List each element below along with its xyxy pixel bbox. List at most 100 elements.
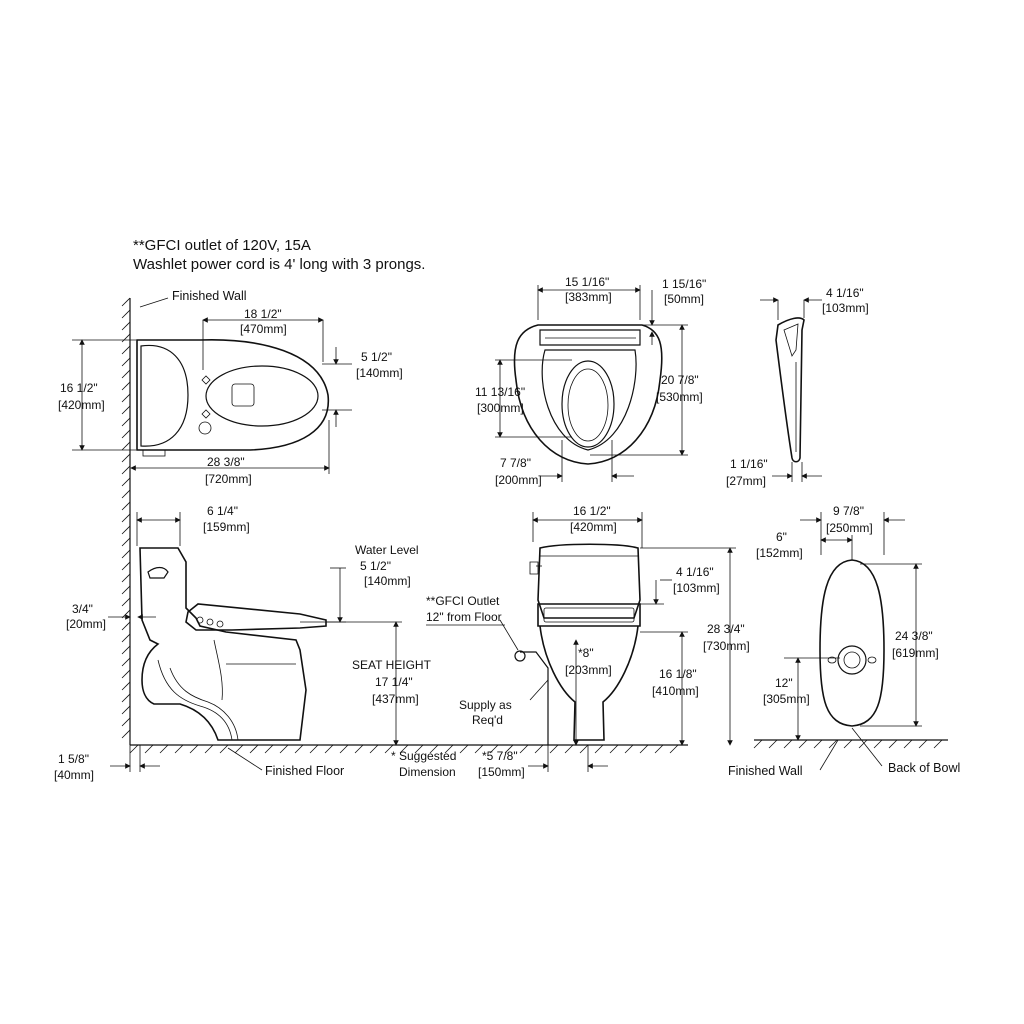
seat-height-label: SEAT HEIGHT xyxy=(352,658,432,672)
dim-rough-in-label: 12" xyxy=(775,676,793,690)
plan-view: Finished Wall 18 1/2" [470mm] 5 1/2" [14… xyxy=(58,289,403,745)
dim-28-3-8-mm: [720mm] xyxy=(205,472,252,486)
plan-flush-jet xyxy=(231,383,255,407)
seat-opening xyxy=(561,360,615,448)
drain-inner xyxy=(843,651,861,669)
dim-front-width-label: 16 1/2" xyxy=(573,504,611,518)
seat-lid-inner xyxy=(541,349,637,451)
flush-lever xyxy=(147,566,169,579)
wall-hatch xyxy=(121,297,131,739)
back-of-bowl-label: Back of Bowl xyxy=(888,761,960,775)
dim-supply-offset-mm: [203mm] xyxy=(565,663,612,677)
dim-front-height-label: 28 3/4" xyxy=(707,622,745,636)
gfci-note-line-2: Washlet power cord is 4' long with 3 pro… xyxy=(133,256,426,273)
plan-supply-hole xyxy=(198,421,212,435)
dim-supply-center-mm: [150mm] xyxy=(478,765,525,779)
front-seat xyxy=(537,603,641,627)
dim-20-7-8-label: 20 7/8" xyxy=(661,373,699,387)
front-tank xyxy=(537,543,641,619)
floor-hatch xyxy=(129,744,679,754)
suggested-label-2: Dimension xyxy=(399,765,456,779)
side-seat xyxy=(185,603,327,631)
seat-control-unit xyxy=(539,329,641,346)
seat-height-value: 17 1/4" xyxy=(375,675,413,689)
dim-rough-in-mm: [305mm] xyxy=(763,692,810,706)
dim-base-length-mm: [619mm] xyxy=(892,646,939,660)
dim-base-half-label: 6" xyxy=(776,530,787,544)
dim-3-4-mm: [20mm] xyxy=(66,617,106,631)
dim-15-1-16-mm: [383mm] xyxy=(565,290,612,304)
dim-4-1-16-side-mm: [103mm] xyxy=(822,301,869,315)
dim-16-1-2-mm: [420mm] xyxy=(58,398,105,412)
dim-1-1-16-mm: [27mm] xyxy=(726,474,766,488)
water-level-mm: [140mm] xyxy=(364,574,411,588)
dim-1-5-8-label: 1 5/8" xyxy=(58,752,89,766)
dim-6-1-4-mm: [159mm] xyxy=(203,520,250,534)
side-toilet-outline xyxy=(139,547,307,741)
finished-wall-label: Finished Wall xyxy=(172,289,247,303)
plan-toilet-outline xyxy=(136,339,330,451)
front-elevation: **GFCI Outlet 12" from Floor Supply as R… xyxy=(391,504,750,779)
dim-base-width-mm: [250mm] xyxy=(826,521,873,535)
dim-5-1-2-mm: [140mm] xyxy=(356,366,403,380)
dim-supply-offset-label: *8" xyxy=(578,646,594,660)
water-level-label: Water Level xyxy=(355,543,419,557)
plan-bolt-marker-top xyxy=(201,375,211,385)
seat-height-mm: [437mm] xyxy=(372,692,419,706)
dim-front-seat-top-label: 4 1/16" xyxy=(676,565,714,579)
footprint-wall-label: Finished Wall xyxy=(728,764,803,778)
gfci-outlet-label: **GFCI Outlet xyxy=(426,594,500,608)
seat-top-view: 15 1/16" [383mm] 1 15/16" [50mm] 11 13/1… xyxy=(475,275,706,487)
front-bowl xyxy=(539,625,639,741)
dim-front-seat-top-mm: [103mm] xyxy=(673,581,720,595)
trapway xyxy=(157,659,233,741)
plan-foot xyxy=(142,449,166,457)
dim-1-5-8-mm: [40mm] xyxy=(54,768,94,782)
bolt-right xyxy=(867,656,877,664)
base-footprint: 9 7/8" [250mm] 6" [152mm] 24 3/8" [619mm… xyxy=(728,504,960,778)
dim-20-7-8-mm: [530mm] xyxy=(656,390,703,404)
dim-base-width-label: 9 7/8" xyxy=(833,504,864,518)
front-flush-lever xyxy=(529,561,539,575)
dim-6-1-4-label: 6 1/4" xyxy=(207,504,238,518)
supply-line xyxy=(520,651,549,745)
dim-3-4-label: 3/4" xyxy=(72,602,93,616)
back-of-bowl-leader xyxy=(851,727,883,767)
dim-front-height-mm: [730mm] xyxy=(703,639,750,653)
finished-floor-leader xyxy=(227,747,263,771)
dim-28-3-8-label: 28 3/8" xyxy=(207,455,245,469)
supply-label-2: Req'd xyxy=(472,713,503,727)
dim-seat-floor-mm: [410mm] xyxy=(652,684,699,698)
plan-bolt-marker-bottom xyxy=(201,409,211,419)
supply-label: Supply as xyxy=(459,698,512,712)
seat-outline xyxy=(513,324,663,465)
dim-front-width-mm: [420mm] xyxy=(570,520,617,534)
suggested-label: * Suggested xyxy=(391,749,456,763)
finished-wall-leader xyxy=(139,297,169,308)
gfci-outlet-height: 12" from Floor xyxy=(426,610,502,624)
dim-7-7-8-label: 7 7/8" xyxy=(500,456,531,470)
dim-16-1-2-label: 16 1/2" xyxy=(60,381,98,395)
dim-1-15-16-label: 1 15/16" xyxy=(662,277,706,291)
side-elevation: 6 1/4" [159mm] Water Level 5 1/2" [140mm… xyxy=(54,504,688,782)
water-level-value: 5 1/2" xyxy=(360,559,391,573)
plan-tank-lid xyxy=(140,344,189,447)
dim-5-1-2-label: 5 1/2" xyxy=(361,350,392,364)
drain-outer xyxy=(837,645,867,675)
dim-18-1-2-mm: [470mm] xyxy=(240,322,287,336)
dim-11-13-16-mm: [300mm] xyxy=(477,401,524,415)
footprint-outline xyxy=(819,559,885,727)
dim-1-1-16-label: 1 1/16" xyxy=(730,457,768,471)
dim-4-1-16-side-label: 4 1/16" xyxy=(826,286,864,300)
supply-leader xyxy=(529,679,549,701)
gfci-note: **GFCI outlet of 120V, 15A Washlet power… xyxy=(133,236,425,274)
dim-7-7-8-mm: [200mm] xyxy=(495,473,542,487)
dim-base-length-label: 24 3/8" xyxy=(895,629,933,643)
dim-15-1-16-label: 15 1/16" xyxy=(565,275,609,289)
plan-bowl-opening xyxy=(205,365,319,427)
dim-11-13-16-label: 11 13/16" xyxy=(475,385,525,399)
dim-base-half-mm: [152mm] xyxy=(756,546,803,560)
gfci-outlet-symbol xyxy=(514,650,526,662)
bolt-left xyxy=(827,656,837,664)
